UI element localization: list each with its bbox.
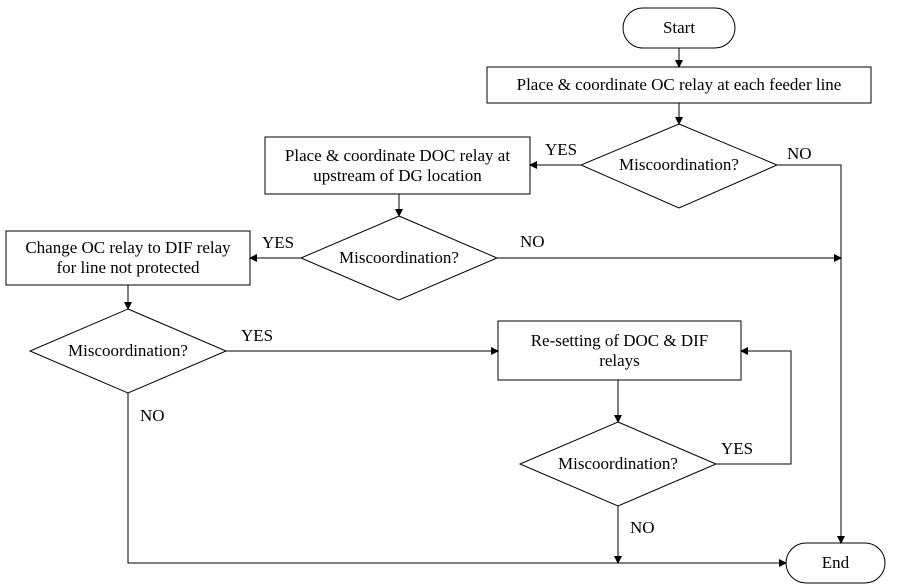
decision1-diamond — [579, 123, 779, 209]
decision1-label: Miscoordination? — [619, 155, 739, 174]
decision2-label: Miscoordination? — [339, 248, 459, 267]
connector-decision4-yes — [716, 347, 792, 465]
decision2-diamond — [299, 215, 499, 301]
step3-box — [5, 230, 251, 286]
decision3-yes-label: YES — [241, 326, 274, 345]
decision4-label: Miscoordination? — [558, 454, 678, 473]
end-label: End — [821, 553, 850, 572]
decision3-label: Miscoordination? — [68, 341, 188, 360]
step4-label: Re-setting of DOC & DIF relays — [498, 321, 741, 380]
step4-box — [497, 320, 742, 381]
step2-box — [264, 136, 531, 195]
connector-decision3-no — [127, 393, 787, 567]
step4-line1: Re-setting of DOC & DIF — [530, 330, 709, 350]
step2-label: Place & coordinate DOC relay at upstream… — [265, 137, 530, 194]
decision2-no-label: NO — [520, 232, 545, 251]
decision2-yes-label: YES — [262, 233, 295, 252]
start-label: Start — [662, 18, 696, 37]
decision3-no-label: NO — [140, 406, 165, 425]
step3-label: Change OC relay to DIF relay for line no… — [6, 231, 250, 285]
connector-decision1-no — [777, 164, 845, 544]
step4-line2: relays — [599, 350, 640, 370]
step2-line1: Place & coordinate DOC relay at — [284, 145, 511, 165]
step1-label: Place & coordinate OC relay at each feed… — [516, 75, 842, 94]
step1-box — [486, 66, 872, 104]
step2-line2: upstream of DG location — [313, 165, 482, 185]
decision4-yes-label: YES — [721, 439, 754, 458]
decision1-no-label: NO — [787, 144, 812, 163]
decision4-no-label: NO — [630, 518, 655, 537]
decision1-yes-label: YES — [545, 140, 578, 159]
step3-line2: for line not protected — [56, 258, 200, 277]
step3-line1: Change OC relay to DIF relay — [25, 238, 231, 257]
